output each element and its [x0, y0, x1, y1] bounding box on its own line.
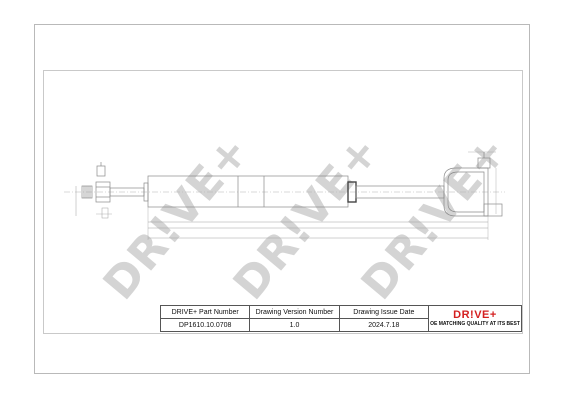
title-value-row: DP1610.10.0708 1.0 2024.7.18	[159, 318, 522, 332]
version-value: 1.0	[249, 318, 340, 332]
body-tube	[147, 175, 349, 208]
left-thread-stud	[81, 185, 93, 199]
brand-cell: DR!VE+ OE MATCHING QUALITY AT ITS BEST	[428, 305, 522, 332]
top-small-nut	[96, 165, 106, 177]
inner-frame	[43, 70, 523, 334]
part-number-value: DP1610.10.0708	[159, 318, 251, 332]
brand-tagline: OE MATCHING QUALITY AT ITS BEST	[430, 321, 520, 327]
title-block: DRIVE+ Part Number Drawing Version Numbe…	[159, 305, 522, 332]
issue-date-header: Drawing Issue Date	[338, 305, 430, 319]
part-number-header: DRIVE+ Part Number	[159, 305, 251, 319]
brand-logo: DR!VE+	[453, 309, 497, 321]
issue-date-value: 2024.7.18	[338, 318, 430, 332]
title-header-row: DRIVE+ Part Number Drawing Version Numbe…	[159, 305, 522, 332]
outer-frame	[34, 24, 530, 374]
version-header: Drawing Version Number	[249, 305, 340, 319]
